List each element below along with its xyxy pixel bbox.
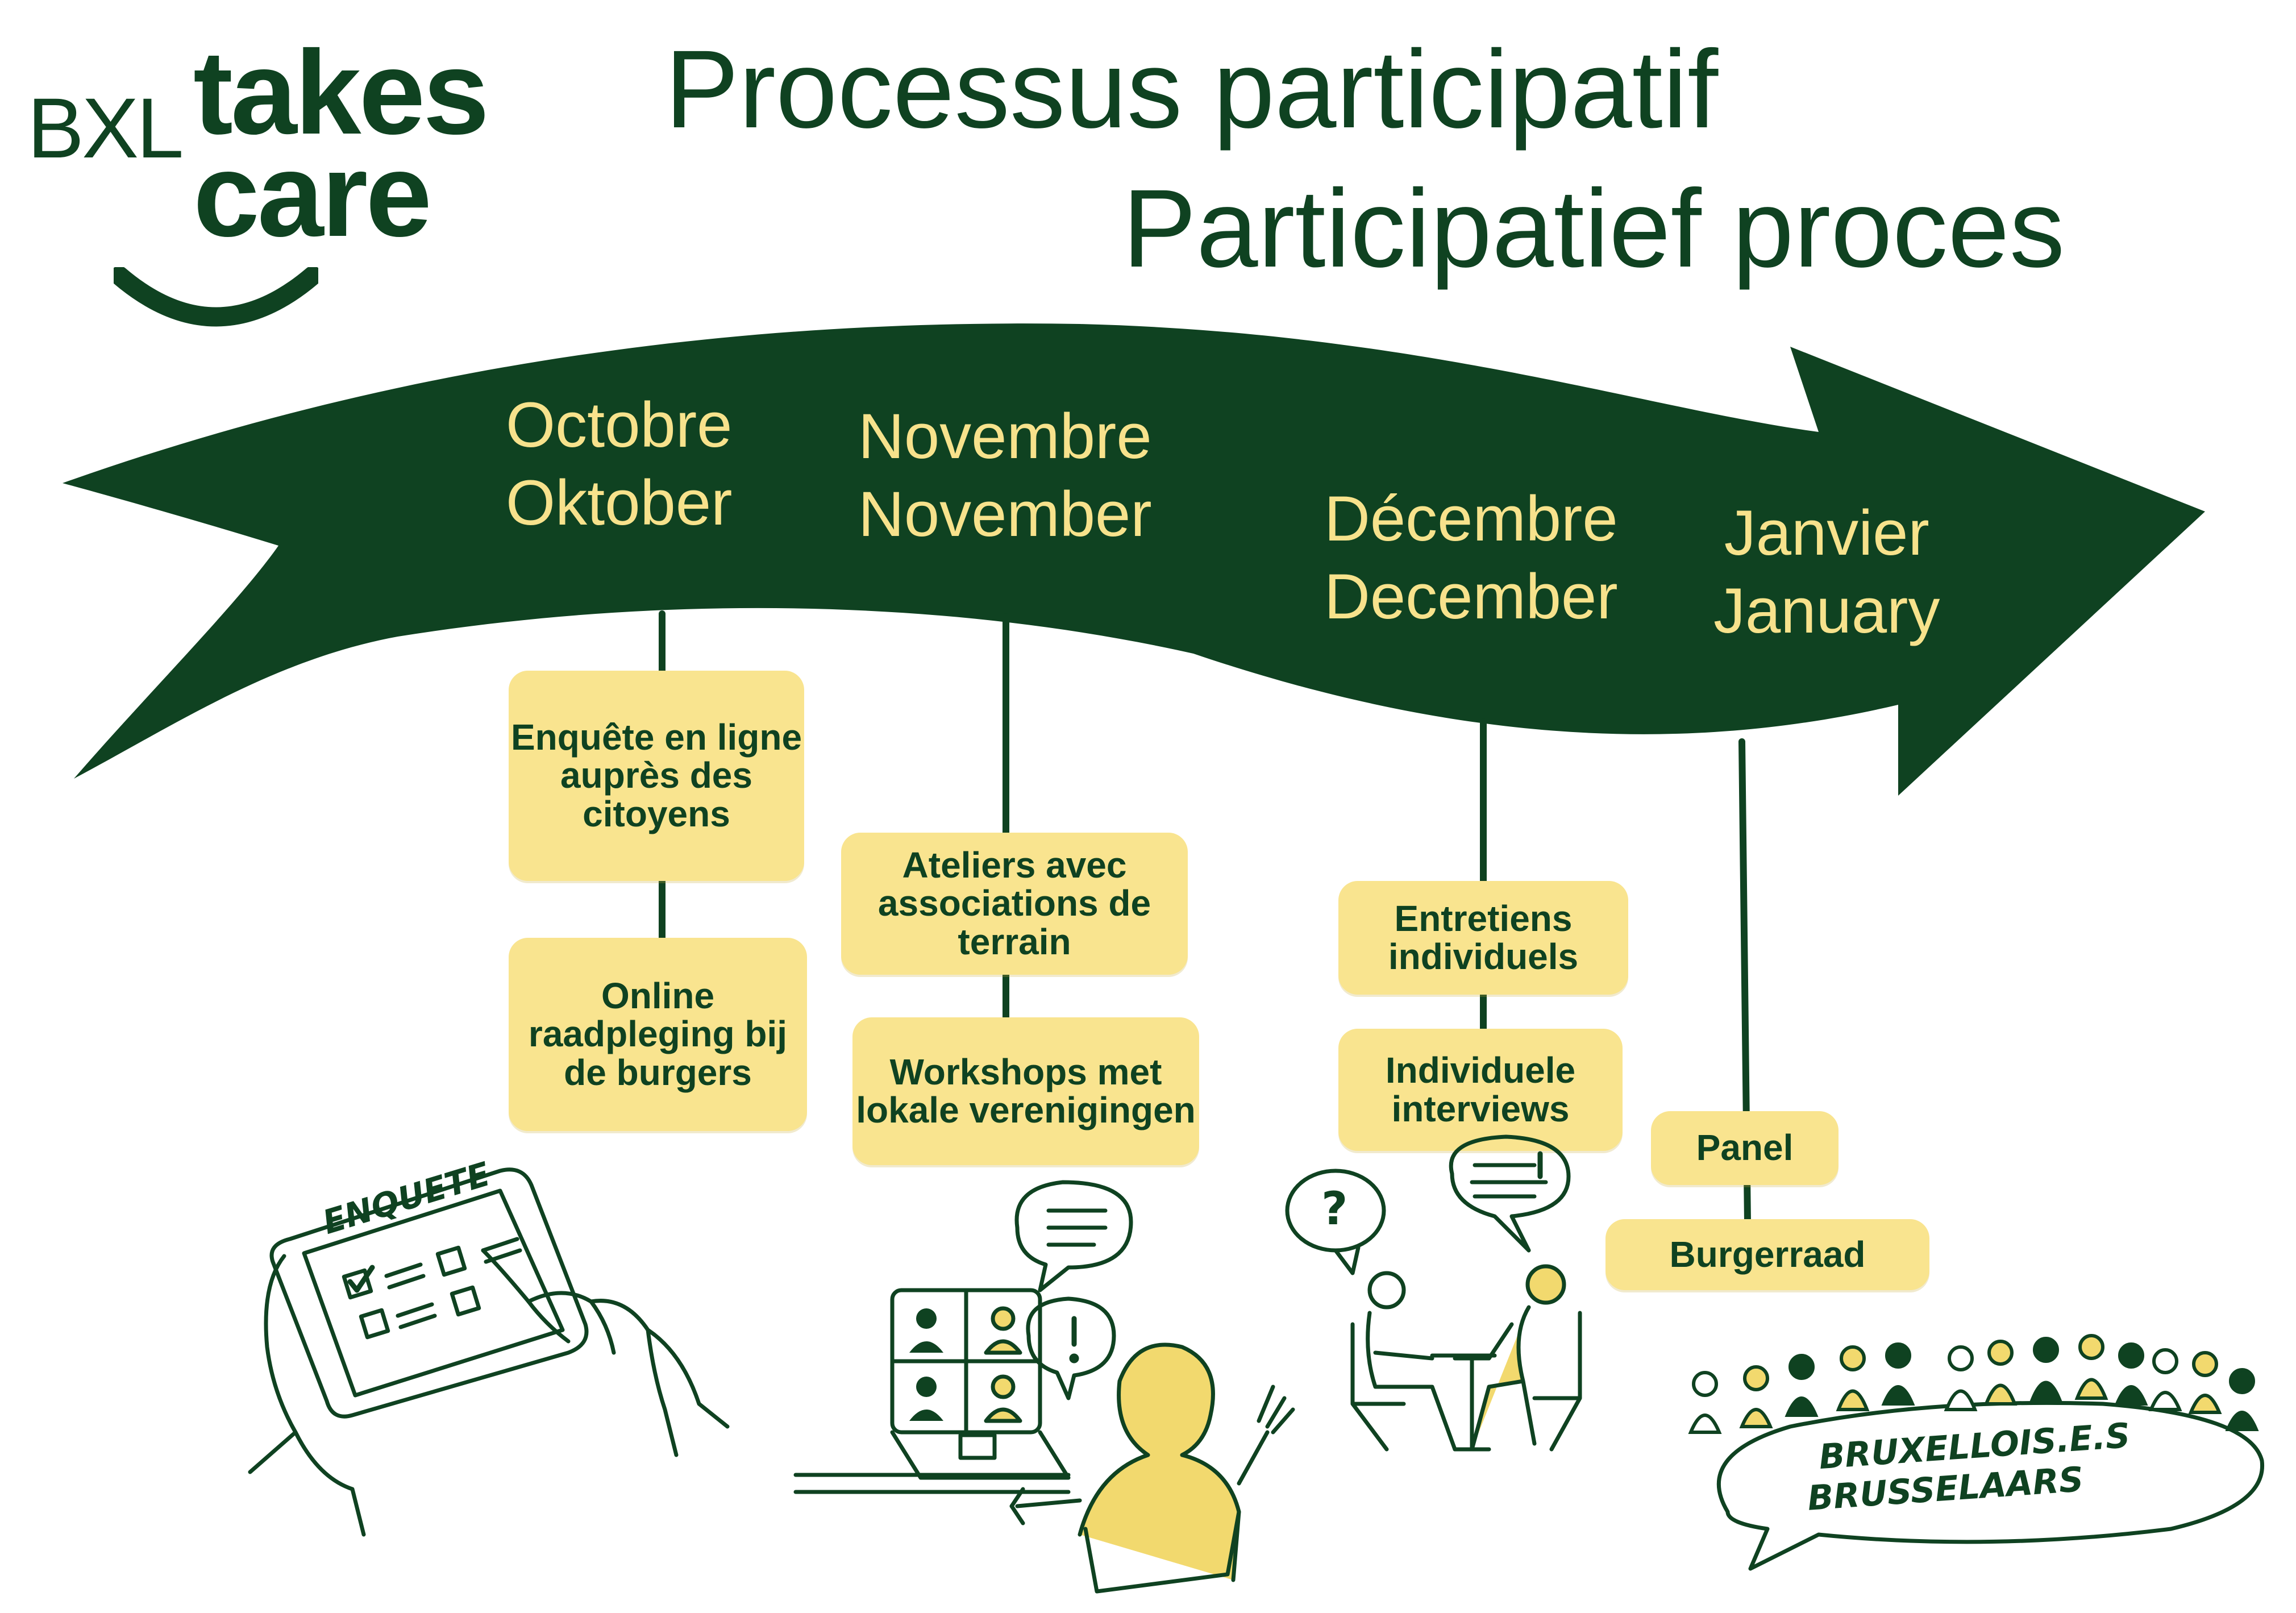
logo-takes: takes <box>193 26 489 159</box>
logo-smile-icon <box>114 267 318 327</box>
sticky-december-nl: Individuele interviews <box>1338 1029 1623 1151</box>
title-dutch: Participatief proces <box>1122 167 2065 290</box>
month-december-fr: Décembre <box>1324 483 1618 554</box>
month-january-fr: Janvier <box>1724 497 1929 568</box>
question-mark-icon: ? <box>1321 1182 1348 1235</box>
month-october-fr: Octobre <box>506 389 733 460</box>
sticky-january-nl: Burgerraad <box>1605 1219 1929 1290</box>
sticky-december-fr: Entretiens individuels <box>1338 881 1628 995</box>
month-december-nl: December <box>1324 560 1618 632</box>
sticky-november-fr: Ateliers avec associations de terrain <box>841 833 1188 975</box>
month-october-nl: Oktober <box>506 467 733 538</box>
month-january: Janvier January <box>1713 494 1940 650</box>
logo-bxl: BXL <box>27 80 184 176</box>
month-october: Octobre Oktober <box>506 386 732 542</box>
month-november-fr: Novembre <box>858 401 1152 472</box>
month-november: Novembre November <box>858 398 1152 553</box>
sticky-november-nl: Workshops met lokale verenigingen <box>852 1017 1199 1165</box>
title-french: Processus participatif <box>665 27 1719 151</box>
month-december: Décembre December <box>1324 480 1618 635</box>
arrow-shape <box>63 323 2205 796</box>
month-november-nl: November <box>858 478 1152 550</box>
sticky-january-fr: Panel <box>1651 1111 1839 1185</box>
sticky-october-fr: Enquête en ligne auprès des citoyens <box>509 671 804 881</box>
sticky-october-nl: Online raadpleging bij de burgers <box>509 938 807 1131</box>
month-january-nl: January <box>1713 575 1940 646</box>
logo-care: care <box>193 128 432 261</box>
